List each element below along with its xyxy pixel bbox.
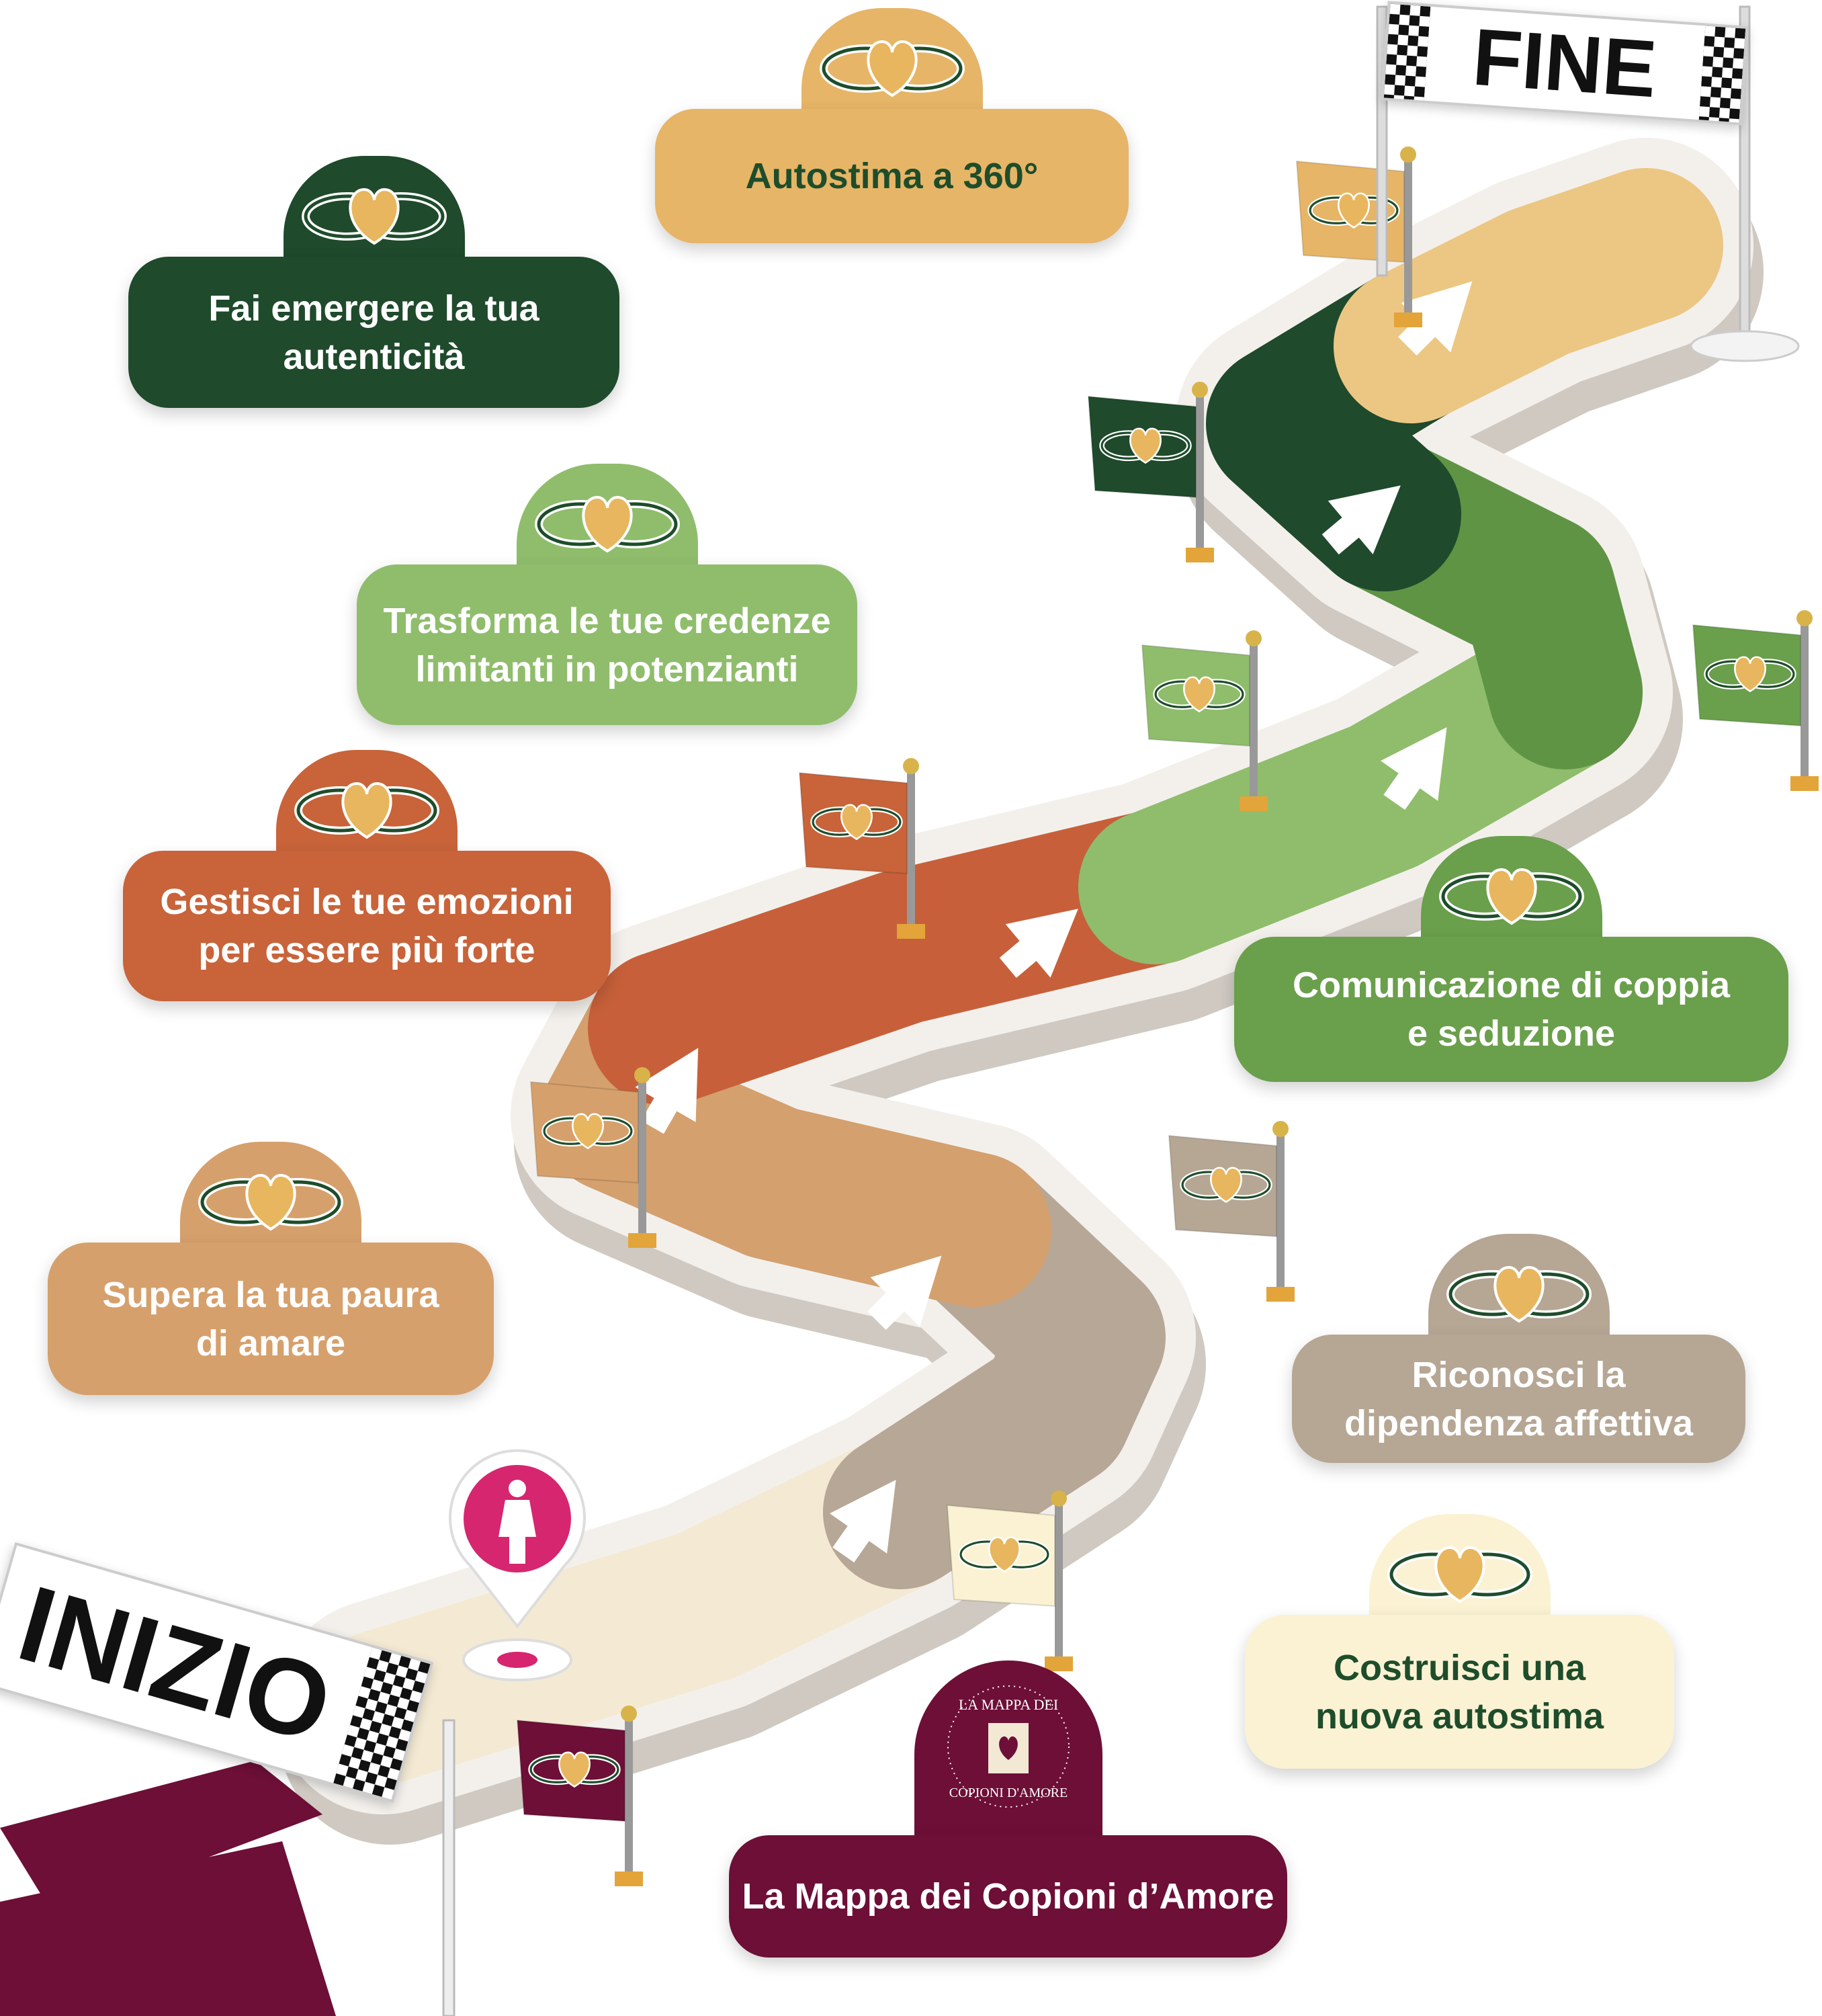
stage-label-emozioni: Gestisci le tue emozioni per essere più f… — [123, 851, 611, 1001]
stage-label-dipendenza: Riconosci la dipendenza affettiva — [1292, 1335, 1745, 1463]
stage-label-credenze: Trasforma le tue credenze limitanti in po… — [357, 564, 857, 725]
checkered-pattern — [1698, 26, 1746, 123]
flag-credenze — [1141, 630, 1268, 811]
checkered-pattern — [1383, 3, 1431, 101]
heart-infinity-icon — [1438, 856, 1586, 930]
stage-label-line: autenticità — [283, 336, 465, 377]
start-post — [442, 1719, 455, 2016]
finish-banner-text: FINE — [1469, 11, 1660, 115]
arrow-icon — [1398, 281, 1473, 355]
stage-label-line: Riconosci la — [1412, 1354, 1626, 1395]
stage-label-line: Autostima a 360° — [745, 156, 1039, 196]
stage-label-line: Fai emergere la tua — [208, 288, 539, 329]
arrow-icon — [1381, 727, 1447, 810]
svg-text:COPIONI D'AMORE: COPIONI D'AMORE — [949, 1786, 1067, 1800]
woman-pin-icon — [449, 1449, 586, 1681]
stage-label-line: dipendenza affettiva — [1344, 1402, 1694, 1443]
flag-dipendenza — [1168, 1121, 1295, 1302]
finish-post-base — [1690, 330, 1800, 362]
flag-comunicazione — [1692, 610, 1819, 791]
stage-label-nuova-autostima: Costruisci una nuova autostima — [1245, 1615, 1674, 1769]
start-mat — [0, 1841, 336, 2016]
arrow-icon — [1321, 485, 1401, 555]
flag-nuova-autostima — [946, 1490, 1073, 1671]
stage-label-line: e seduzione — [1407, 1013, 1616, 1054]
heart-infinity-icon — [818, 28, 966, 102]
stage-label-line: di amare — [196, 1322, 346, 1363]
arrow-icon — [830, 1480, 896, 1563]
start-mat — [0, 1761, 322, 1915]
flag-emozioni — [798, 758, 925, 939]
mappa-logo: LA MAPPA DEI COPIONI D'AMORE — [947, 1685, 1070, 1808]
heart-infinity-icon — [293, 770, 441, 844]
stage-label-line: Gestisci le tue emozioni — [160, 882, 574, 922]
stage-label-line: Costruisci una — [1333, 1647, 1586, 1688]
stage-label-autenticita: Fai emergere la tua autenticità — [128, 257, 619, 408]
stage-flags — [516, 146, 1819, 1886]
road-arrows — [635, 281, 1473, 1563]
stage-label-paura: Supera la tua paura di amare — [48, 1243, 494, 1395]
svg-text:LA MAPPA DEI: LA MAPPA DEI — [958, 1696, 1057, 1713]
stage-label-line: limitanti in potenzianti — [415, 648, 799, 689]
stage-label-mappa: La Mappa dei Copioni d’Amore — [729, 1835, 1287, 1958]
flag-autenticita — [1087, 382, 1214, 562]
stage-badge-mappa: LA MAPPA DEI COPIONI D'AMORE — [914, 1661, 1102, 1862]
flag-paura — [529, 1067, 656, 1248]
stage-label-line: Trasforma le tue credenze — [383, 600, 831, 641]
stage-label-line: nuova autostima — [1315, 1695, 1604, 1736]
heart-infinity-icon — [197, 1162, 345, 1236]
arrow-icon — [999, 909, 1078, 978]
heart-infinity-icon — [533, 484, 681, 558]
stage-label-line: La Mappa dei Copioni d’Amore — [742, 1876, 1274, 1917]
stage-label-line: Supera la tua paura — [102, 1274, 439, 1315]
arrow-icon — [867, 1255, 942, 1330]
heart-infinity-icon — [1386, 1534, 1534, 1608]
flag-mappa — [516, 1706, 643, 1886]
road-tiles — [823, 1152, 1166, 1589]
road-tiles — [588, 810, 1233, 1105]
heart-infinity-icon — [1445, 1254, 1593, 1328]
stage-label-line: Comunicazione di coppia — [1292, 965, 1731, 1005]
stage-label-comunicazione: Comunicazione di coppia e seduzione — [1234, 937, 1788, 1082]
stage-label-autostima-360: Autostima a 360° — [655, 109, 1129, 243]
heart-infinity-icon — [300, 176, 448, 250]
arrow-icon — [635, 1048, 699, 1134]
stage-label-line: per essere più forte — [198, 930, 535, 970]
